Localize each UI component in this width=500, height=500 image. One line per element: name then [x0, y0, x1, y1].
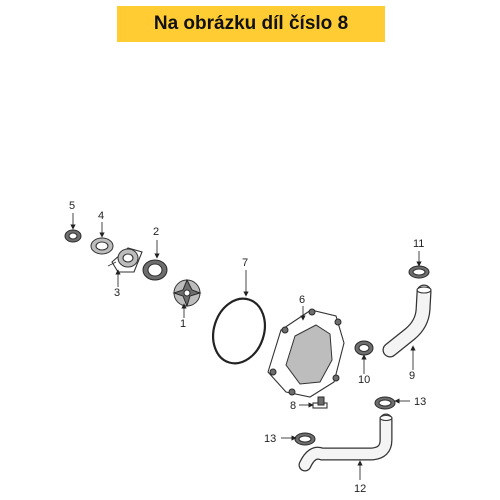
banner-title: Na obrázku díl číslo 8 [153, 13, 349, 34]
part-10-clamp[interactable] [354, 340, 374, 356]
part-13-clamp-lower[interactable] [294, 432, 316, 446]
part-2-bearing[interactable] [142, 259, 168, 281]
callout-1: 1 [180, 318, 186, 330]
callout-8: 8 [290, 400, 296, 412]
part-5-seal[interactable] [64, 229, 82, 243]
part-11-clamp[interactable] [408, 265, 430, 279]
part-6-pump-cover[interactable] [267, 308, 345, 398]
part-12-hose[interactable] [298, 413, 393, 472]
callout-13-lower: 13 [264, 433, 276, 445]
part-8-bolt[interactable] [312, 396, 328, 409]
part-number-banner: Na obrázku díl číslo 8 [117, 6, 385, 42]
callout-3: 3 [114, 287, 120, 299]
part-13-clamp-upper[interactable] [374, 396, 396, 410]
callout-6: 6 [299, 294, 305, 306]
callout-4: 4 [98, 210, 104, 222]
part-1-impeller[interactable] [172, 278, 202, 308]
part-9-hose[interactable] [382, 284, 432, 358]
part-3-shaft[interactable] [107, 247, 143, 273]
callout-11: 11 [413, 238, 424, 250]
callout-9: 9 [409, 370, 415, 382]
callout-13-upper: 13 [414, 396, 426, 408]
callout-12: 12 [354, 483, 366, 495]
part-4-bearing[interactable] [90, 237, 114, 255]
part-7-o-ring[interactable] [205, 292, 273, 370]
callout-2: 2 [153, 226, 159, 238]
callout-5: 5 [69, 200, 75, 212]
callout-7: 7 [242, 257, 248, 269]
callout-10: 10 [358, 374, 370, 386]
